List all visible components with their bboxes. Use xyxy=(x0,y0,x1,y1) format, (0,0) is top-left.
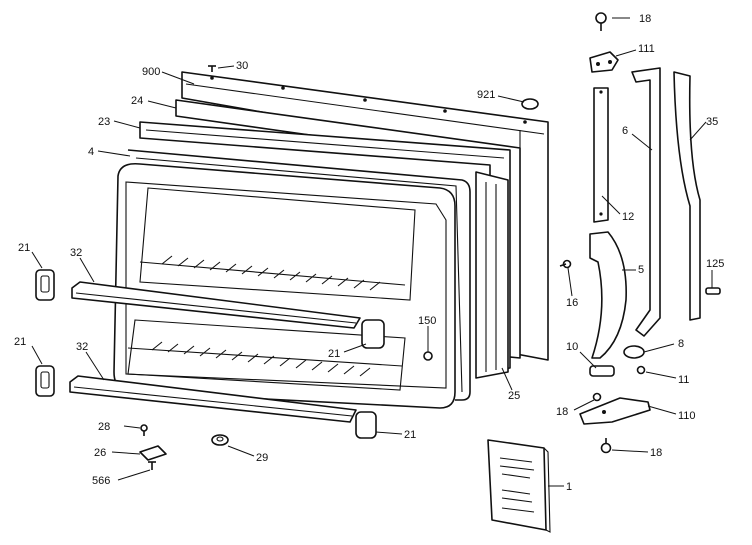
callout-125: 125 xyxy=(706,258,724,270)
callout-110: 110 xyxy=(678,410,696,422)
callout-23: 23 xyxy=(98,116,110,128)
washer-10-icon xyxy=(589,365,615,377)
callout-21-right: 21 xyxy=(404,429,416,441)
callout-11: 11 xyxy=(678,374,689,386)
screw-28-icon xyxy=(140,424,148,436)
callout-4: 4 xyxy=(88,146,94,158)
screw-566-icon xyxy=(148,461,156,470)
callout-5: 5 xyxy=(638,264,644,276)
callout-25: 25 xyxy=(508,390,520,402)
callout-12: 12 xyxy=(622,211,634,223)
callout-21-inner: 21 xyxy=(328,348,340,360)
callout-28: 28 xyxy=(98,421,110,433)
end-cap-left-upper xyxy=(35,269,55,301)
callout-29: 29 xyxy=(256,452,268,464)
callout-24: 24 xyxy=(131,95,143,107)
callout-21-left-lower: 21 xyxy=(14,336,26,348)
callout-18-bottom: 18 xyxy=(650,447,662,459)
callout-18-top: 18 xyxy=(639,13,651,25)
screw-18-bottom-icon xyxy=(600,438,612,454)
callout-8: 8 xyxy=(678,338,684,350)
callout-921: 921 xyxy=(477,89,495,101)
upper-shelf-ribs xyxy=(161,255,381,291)
lower-shelf-ribs xyxy=(151,341,371,377)
callout-150: 150 xyxy=(418,315,436,327)
end-cap-left-lower xyxy=(35,365,55,397)
end-cap-right xyxy=(355,411,377,439)
bar-12 xyxy=(593,87,609,223)
callout-26: 26 xyxy=(94,447,106,459)
callout-900: 900 xyxy=(142,66,160,78)
shelf-bar-upper xyxy=(71,281,361,329)
callout-21-left-upper: 21 xyxy=(18,242,30,254)
callout-566: 566 xyxy=(92,475,110,487)
screw-18-top-icon xyxy=(595,12,607,31)
inner-door-liner xyxy=(113,162,456,409)
screw-18-mid-icon xyxy=(592,392,602,402)
gasket-strip xyxy=(475,171,509,379)
hinge-110 xyxy=(579,397,651,425)
handle-35 xyxy=(673,71,701,321)
callout-6: 6 xyxy=(622,125,628,137)
callout-labels: 18 111 30 900 921 24 23 6 35 4 12 21 32 … xyxy=(14,13,724,493)
hinge-111 xyxy=(589,51,619,73)
screw-11-icon xyxy=(636,365,646,375)
shelf-bar-lower xyxy=(69,375,357,423)
callout-10: 10 xyxy=(566,341,578,353)
callout-111: 111 xyxy=(638,43,655,55)
bracket-6 xyxy=(631,67,661,337)
instruction-booklet xyxy=(487,439,551,533)
callout-1: 1 xyxy=(566,481,572,493)
cap-29-icon xyxy=(211,434,229,446)
screw-16-icon xyxy=(559,259,572,269)
callout-16: 16 xyxy=(566,297,578,309)
screw-150-icon xyxy=(423,351,433,361)
pin-125-icon xyxy=(705,287,721,295)
callout-32-upper: 32 xyxy=(70,247,82,259)
callout-32-lower: 32 xyxy=(76,341,88,353)
callout-18-mid: 18 xyxy=(556,406,568,418)
plate-26-icon xyxy=(139,445,167,461)
plug-921-icon xyxy=(521,98,539,110)
screw-30-icon xyxy=(208,65,216,72)
callout-35: 35 xyxy=(706,116,718,128)
callout-30: 30 xyxy=(236,60,248,72)
hinge-cover-5 xyxy=(589,231,627,359)
spacer-8-icon xyxy=(623,345,645,359)
leader-lines xyxy=(31,17,713,487)
end-cap-inner xyxy=(361,319,385,349)
